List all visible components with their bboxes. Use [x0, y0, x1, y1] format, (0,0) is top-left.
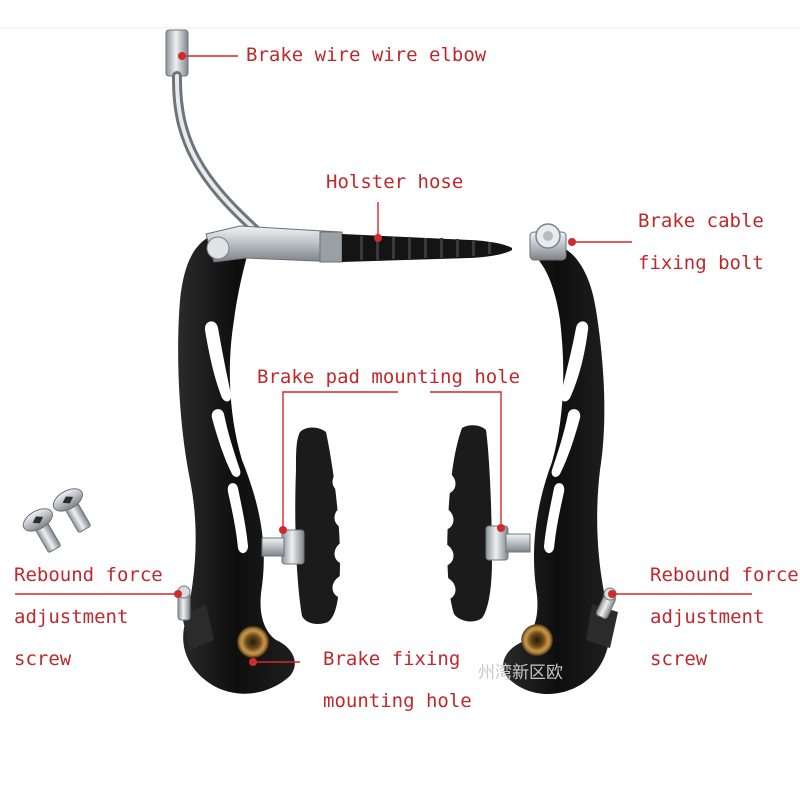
label-brake-fixing-line1: Brake fixing	[323, 648, 461, 670]
cable-ferrule	[165, 29, 189, 77]
label-brake-wire-elbow: Brake wire wire elbow	[246, 44, 487, 66]
label-brake-fixing-line2: mounting hole	[323, 690, 472, 712]
holster-hose	[342, 234, 512, 262]
cable-fixing-bolt	[529, 223, 567, 261]
leader-lines	[15, 55, 752, 663]
label-rebound-right-line1: Rebound force	[650, 564, 799, 586]
label-brake-cable-line1: Brake cable	[638, 210, 764, 232]
right-brake-pad	[446, 425, 531, 622]
brake-wire-elbow	[171, 71, 263, 237]
brass-bushing-left	[237, 626, 269, 658]
label-rebound-left-line2: adjustment	[14, 606, 129, 628]
label-rebound-right-line2: adjustment	[650, 606, 765, 628]
brass-bushing-right	[521, 624, 553, 656]
cable-carrier-arm	[205, 225, 343, 263]
label-rebound-left-line3: screw	[14, 648, 72, 670]
leader-pad-hole-left	[282, 391, 398, 530]
label-rebound-right-line3: screw	[650, 648, 708, 670]
left-caliper-arm	[178, 231, 295, 694]
watermark-text: 州湾新区欧	[478, 663, 563, 683]
right-caliper-arm	[503, 244, 618, 695]
label-holster-hose: Holster hose	[326, 171, 464, 193]
leader-pad-hole-right	[430, 391, 502, 528]
label-brake-cable-line2: fixing bolt	[638, 252, 764, 274]
left-brake-pad	[261, 427, 342, 624]
loose-screws	[22, 488, 91, 553]
label-brake-pad-mounting-hole: Brake pad mounting hole	[257, 366, 521, 388]
leader-dots	[174, 52, 616, 666]
label-rebound-left-line1: Rebound force	[14, 564, 163, 586]
